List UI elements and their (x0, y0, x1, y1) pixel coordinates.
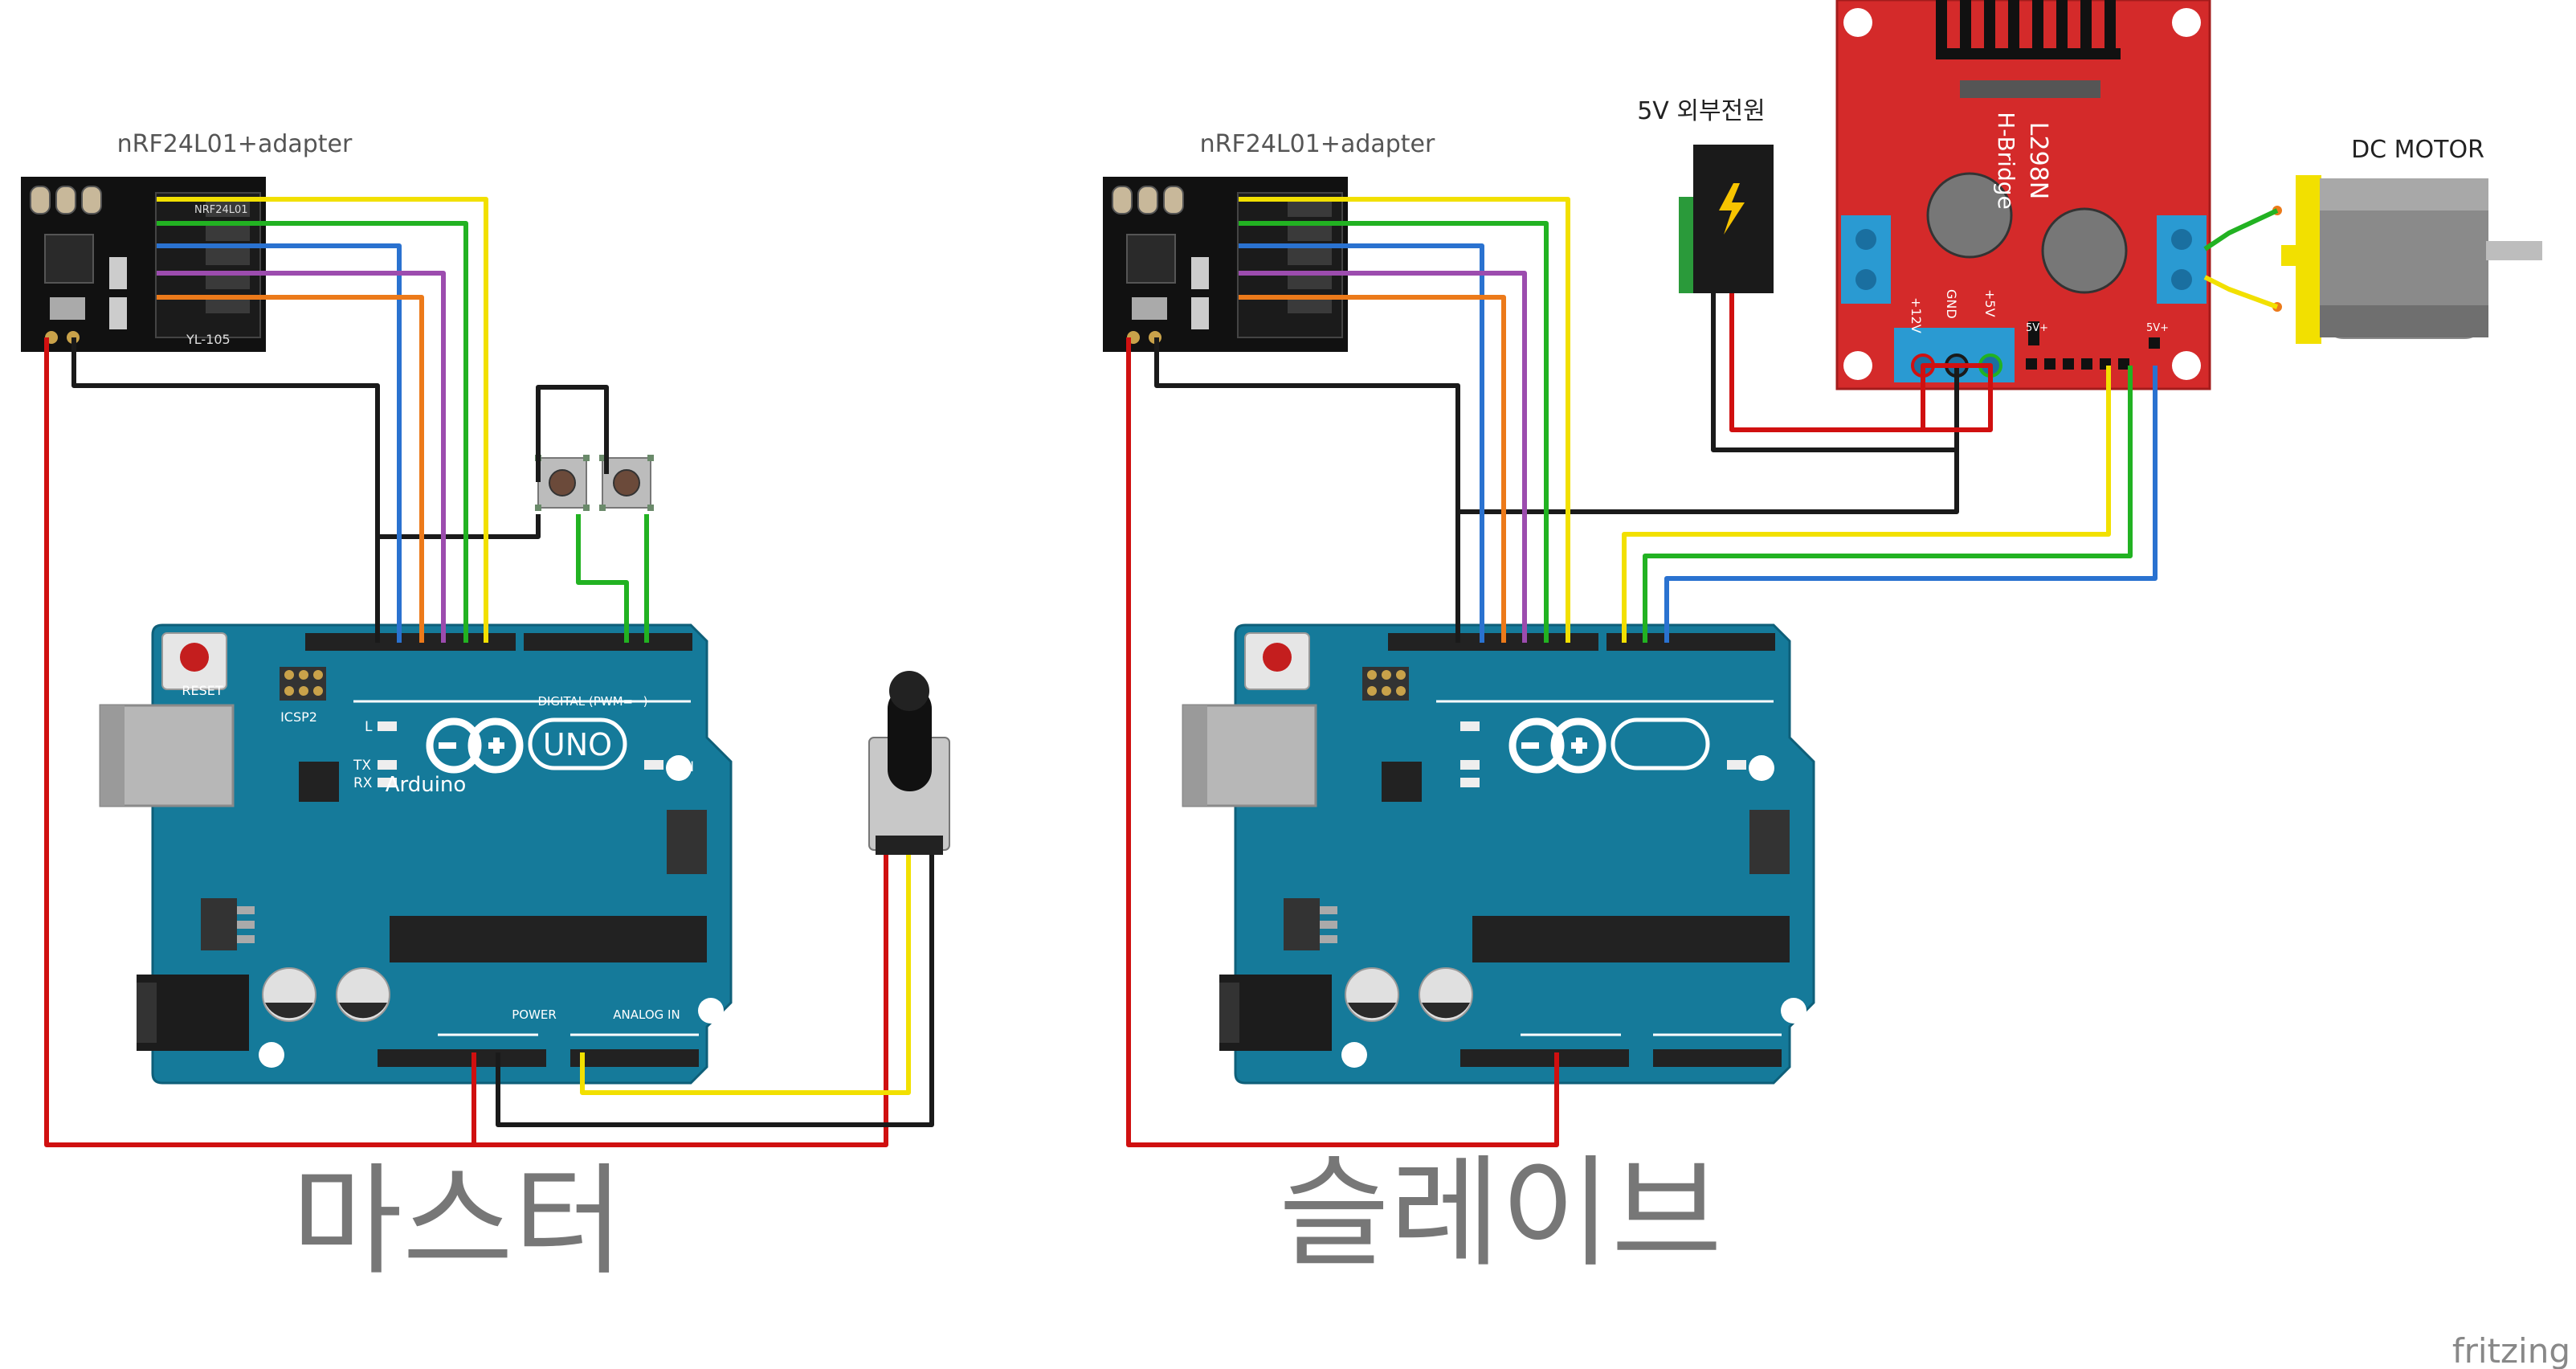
dc-motor (2272, 175, 2542, 344)
jumper-b-label: 5V+ (2146, 322, 2169, 334)
nrf-slave-label: nRF24L01+adapter (1200, 130, 1435, 158)
potentiometer (868, 671, 950, 855)
analog-label: ANALOG IN (613, 1007, 680, 1022)
uno-label: UNO (543, 727, 612, 762)
pin-5v-label: +5V (1982, 289, 1998, 317)
jumper-a-label: 5V+ (2026, 322, 2048, 334)
arduino-brand-label: Arduino (386, 773, 467, 797)
digital-label: DIGITAL (PWM=~) (537, 694, 647, 709)
arduino-uno-slave (1183, 625, 1814, 1083)
rx-label: RX (353, 775, 373, 791)
pin-gnd-label: GND (1944, 289, 1959, 319)
l298n-title: L298N (2024, 122, 2052, 199)
power-supply-label: 5V 외부전원 (1637, 97, 1766, 125)
pin-12v-label: +12V (1909, 297, 1924, 333)
icsp2-label: ICSP2 (280, 709, 317, 725)
nrf-master-label: nRF24L01+adapter (117, 130, 353, 158)
l298n-module (1835, 0, 2211, 390)
master-title: 마스터 (292, 1152, 624, 1292)
power-label: POWER (512, 1007, 557, 1022)
nrf-chip-label: NRF24L01 (194, 204, 248, 216)
nrf-model-label: YL-105 (186, 332, 231, 347)
master-circuit: nRF24L01+adapter NRF24L01 YL-105 RESET I… (20, 130, 950, 1292)
wires-slave (1126, 197, 2279, 1147)
dc-power-jack (1679, 145, 1774, 293)
nrf-module-slave (1102, 176, 1349, 353)
slave-circuit: nRF24L01+adapter 5V 외부전원 (1102, 0, 2542, 1284)
fritzing-watermark: fritzing (2452, 1331, 2570, 1369)
dc-motor-label: DC MOTOR (2351, 136, 2484, 164)
led-l-label: L (365, 719, 373, 735)
on-label: ON (673, 759, 694, 775)
nrf-module-master (20, 176, 267, 353)
reset-label: RESET (182, 683, 222, 698)
push-button-1 (534, 454, 590, 512)
wires-master (44, 197, 934, 1147)
h-bridge-subtitle: H-Bridge (1993, 112, 2019, 209)
slave-title: 슬레이브 (1279, 1144, 1722, 1284)
tx-label: TX (353, 758, 371, 774)
